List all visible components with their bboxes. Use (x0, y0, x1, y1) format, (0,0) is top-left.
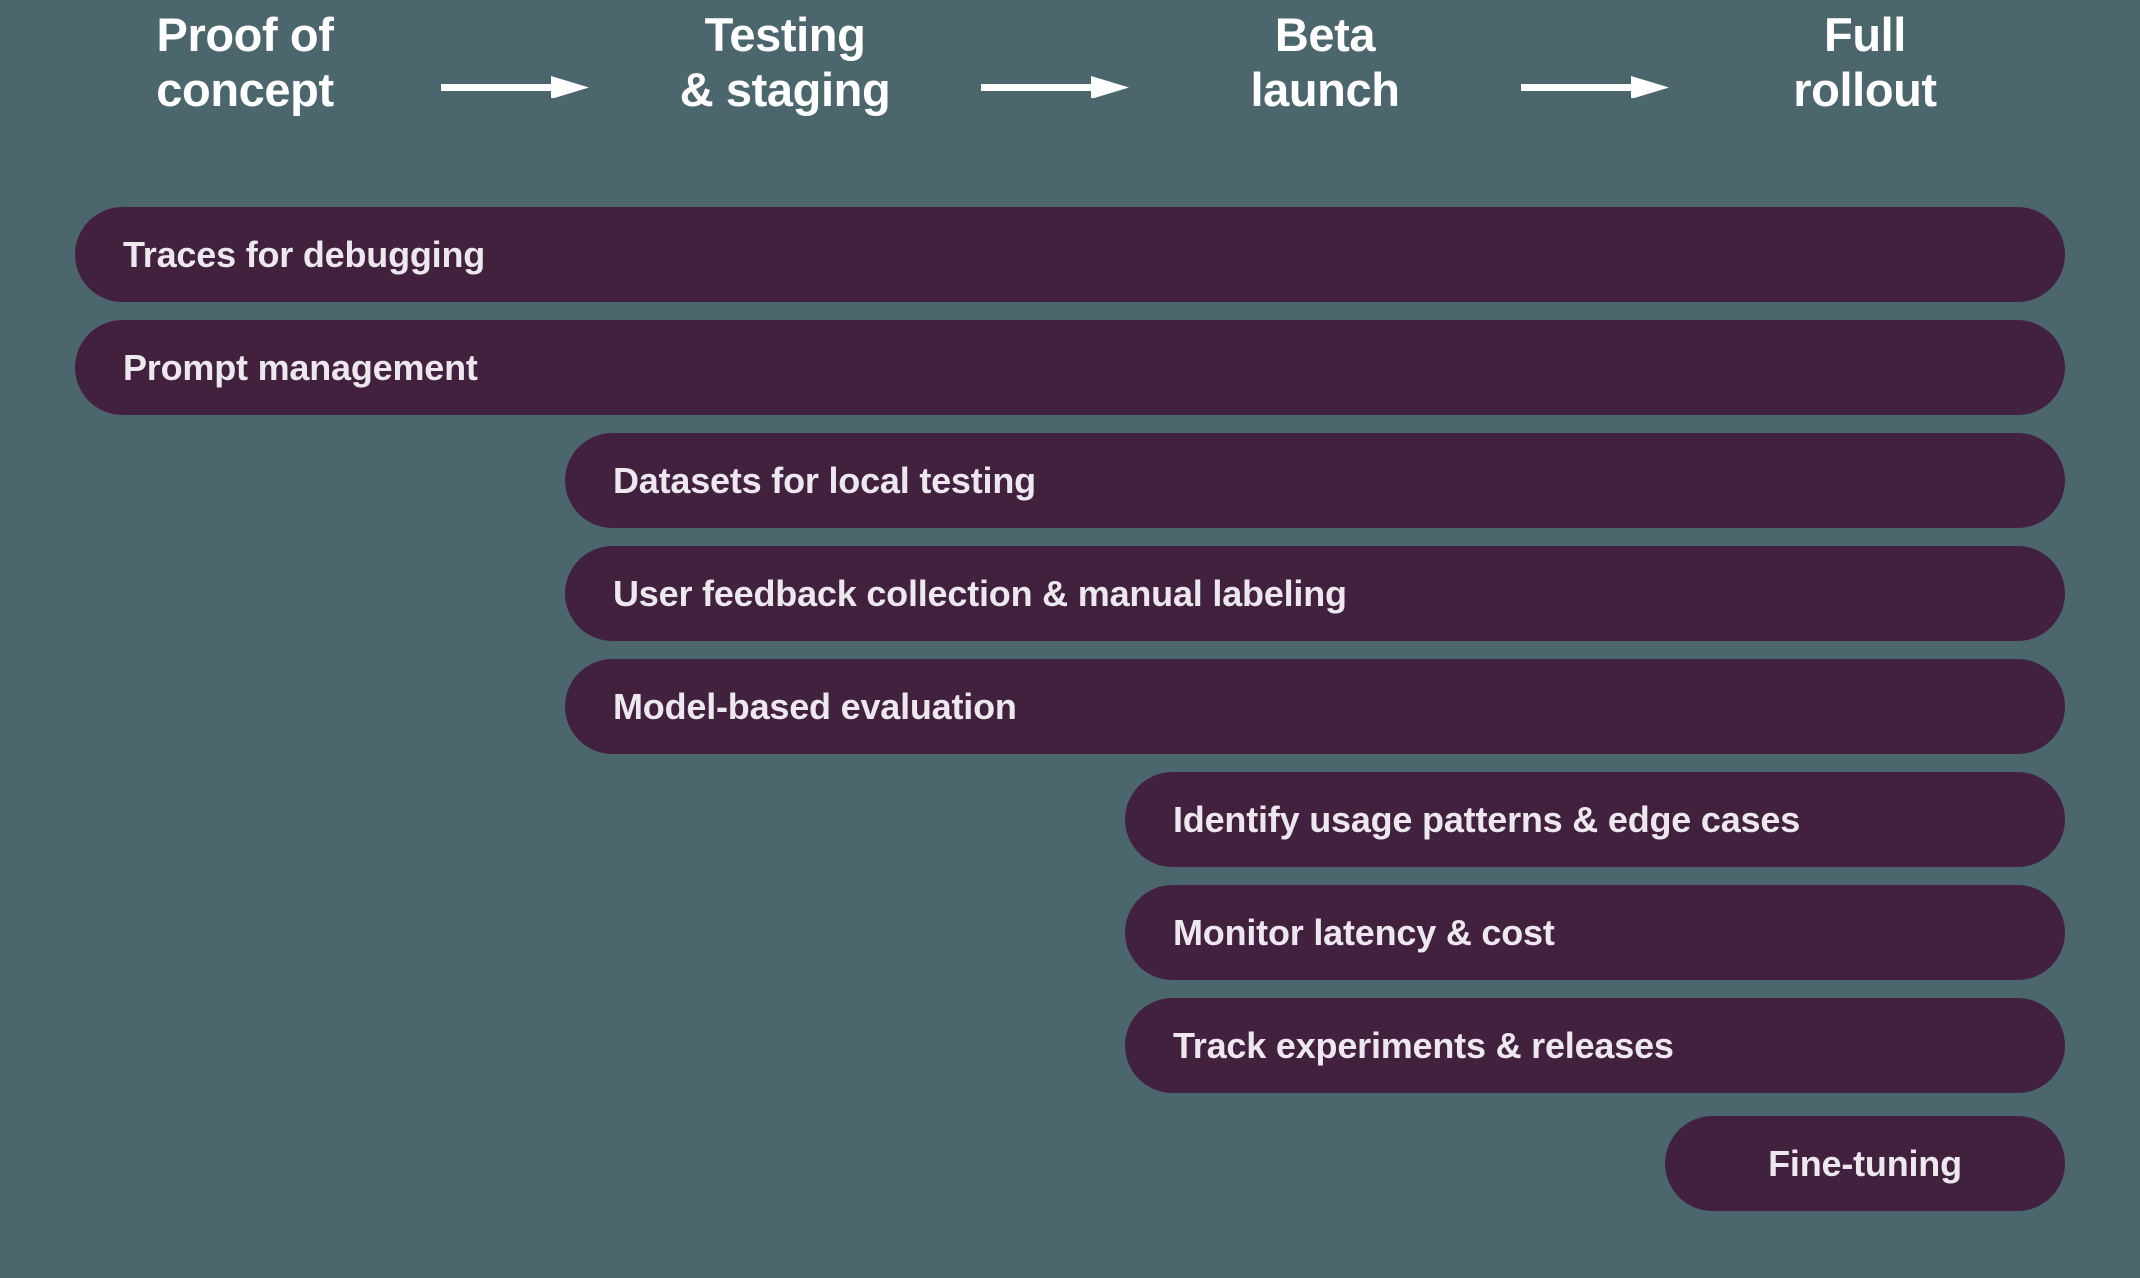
stage-header-row: Proof of concept Testing & staging Beta … (0, 0, 2140, 175)
pill-label: Monitor latency & cost (1173, 911, 1555, 953)
arrow-right-icon-1 (441, 76, 589, 98)
pill-model-based-evaluation[interactable]: Model-based evaluation (565, 659, 2065, 754)
pill-monitor-latency-and-cost[interactable]: Monitor latency & cost (1125, 885, 2065, 980)
pill-label: Model-based evaluation (613, 685, 1017, 727)
stage-label-testing-and-staging: Testing & staging (679, 8, 891, 116)
pill-label: Prompt management (123, 346, 478, 388)
pill-datasets-for-local-testing[interactable]: Datasets for local testing (565, 433, 2065, 528)
pill-label: Fine-tuning (1768, 1142, 1962, 1184)
pill-fine-tuning[interactable]: Fine-tuning (1665, 1116, 2065, 1211)
pill-label: Datasets for local testing (613, 459, 1036, 501)
pill-identify-usage-patterns-and-edge-cases[interactable]: Identify usage patterns & edge cases (1125, 772, 2065, 867)
pill-user-feedback-collection-and-manual-labeling[interactable]: User feedback collection & manual labeli… (565, 546, 2065, 641)
pill-label: Track experiments & releases (1173, 1024, 1674, 1066)
arrow-right-icon-3 (1521, 76, 1669, 98)
pill-label: User feedback collection & manual labeli… (613, 572, 1347, 614)
pill-label: Traces for debugging (123, 233, 486, 275)
pill-prompt-management[interactable]: Prompt management (75, 320, 2065, 415)
pill-label: Identify usage patterns & edge cases (1173, 798, 1801, 840)
arrow-right-icon-2 (981, 76, 1129, 98)
pill-traces-for-debugging[interactable]: Traces for debugging (75, 207, 2065, 302)
pill-track-experiments-and-releases[interactable]: Track experiments & releases (1125, 998, 2065, 1093)
stage-label-full-rollout: Full rollout (1793, 8, 1937, 116)
stage-label-proof-of-concept: Proof of concept (156, 8, 334, 116)
stage-label-beta-launch: Beta launch (1250, 8, 1400, 116)
